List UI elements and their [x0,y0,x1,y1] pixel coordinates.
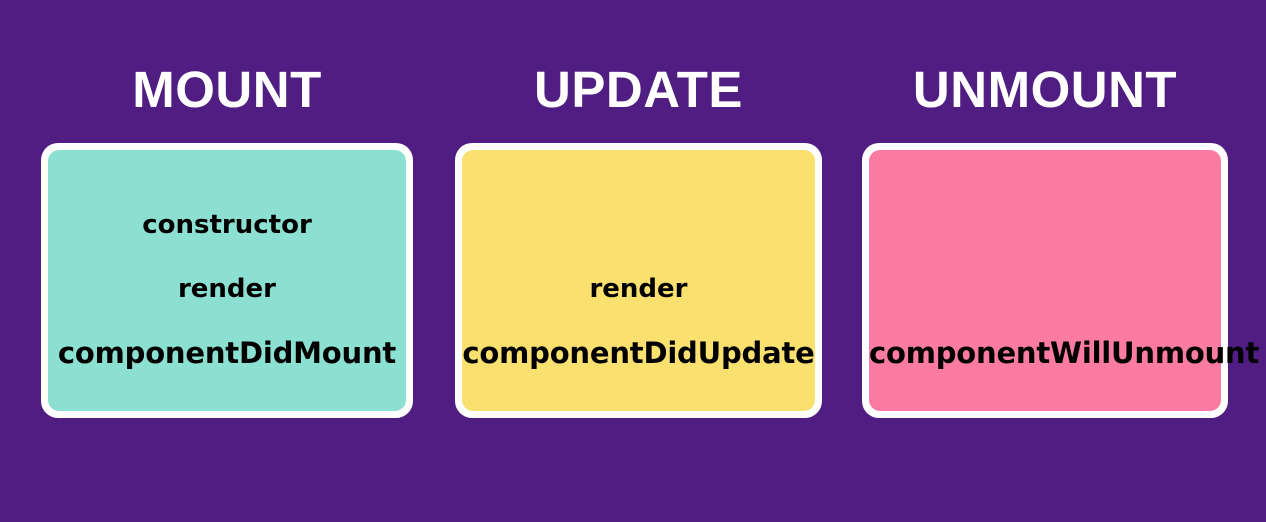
card-body-mount: constructor render componentDidMount [48,150,406,411]
method-label-render-update: render [589,274,688,304]
method-label-component-will-unmount: componentWillUnmount [869,336,1260,370]
card-body-update: render componentDidUpdate [462,150,815,411]
column-heading-update: UPDATE [534,61,743,118]
method-label-component-did-mount: componentDidMount [57,336,397,370]
card-body-unmount: componentWillUnmount [869,150,1260,411]
method-label-component-did-update: componentDidUpdate [462,336,815,370]
column-heading-mount: MOUNT [132,61,322,118]
method-label-render-mount: render [177,274,277,304]
lifecycle-card-unmount: componentWillUnmount [862,143,1260,418]
method-label-constructor: constructor [142,210,312,240]
lifecycle-card-update: render componentDidUpdate [455,143,822,418]
lifecycle-card-mount: constructor render componentDidMount [41,143,413,418]
column-heading-unmount: UNMOUNT [912,61,1178,118]
